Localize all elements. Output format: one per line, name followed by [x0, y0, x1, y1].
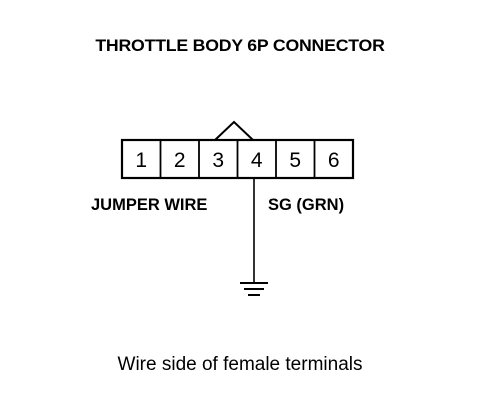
pin-1-number: 1	[135, 149, 147, 172]
pin-4-number: 4	[251, 149, 263, 172]
pin-3-number: 3	[212, 149, 224, 172]
ground-icon	[240, 282, 268, 296]
diagram-title: THROTTLE BODY 6P CONNECTOR	[95, 36, 385, 55]
pin-2-number: 2	[174, 149, 186, 172]
sg-grn-label: SG (GRN)	[268, 196, 345, 214]
jumper-wire-label: JUMPER WIRE	[91, 196, 208, 214]
pin-5-number: 5	[289, 149, 301, 172]
connector-pins: 1 2 3 4 5 6	[135, 140, 340, 178]
pin-6-number: 6	[328, 149, 340, 172]
connector-lock-tab	[214, 120, 254, 141]
diagram-caption: Wire side of female terminals	[117, 354, 363, 375]
